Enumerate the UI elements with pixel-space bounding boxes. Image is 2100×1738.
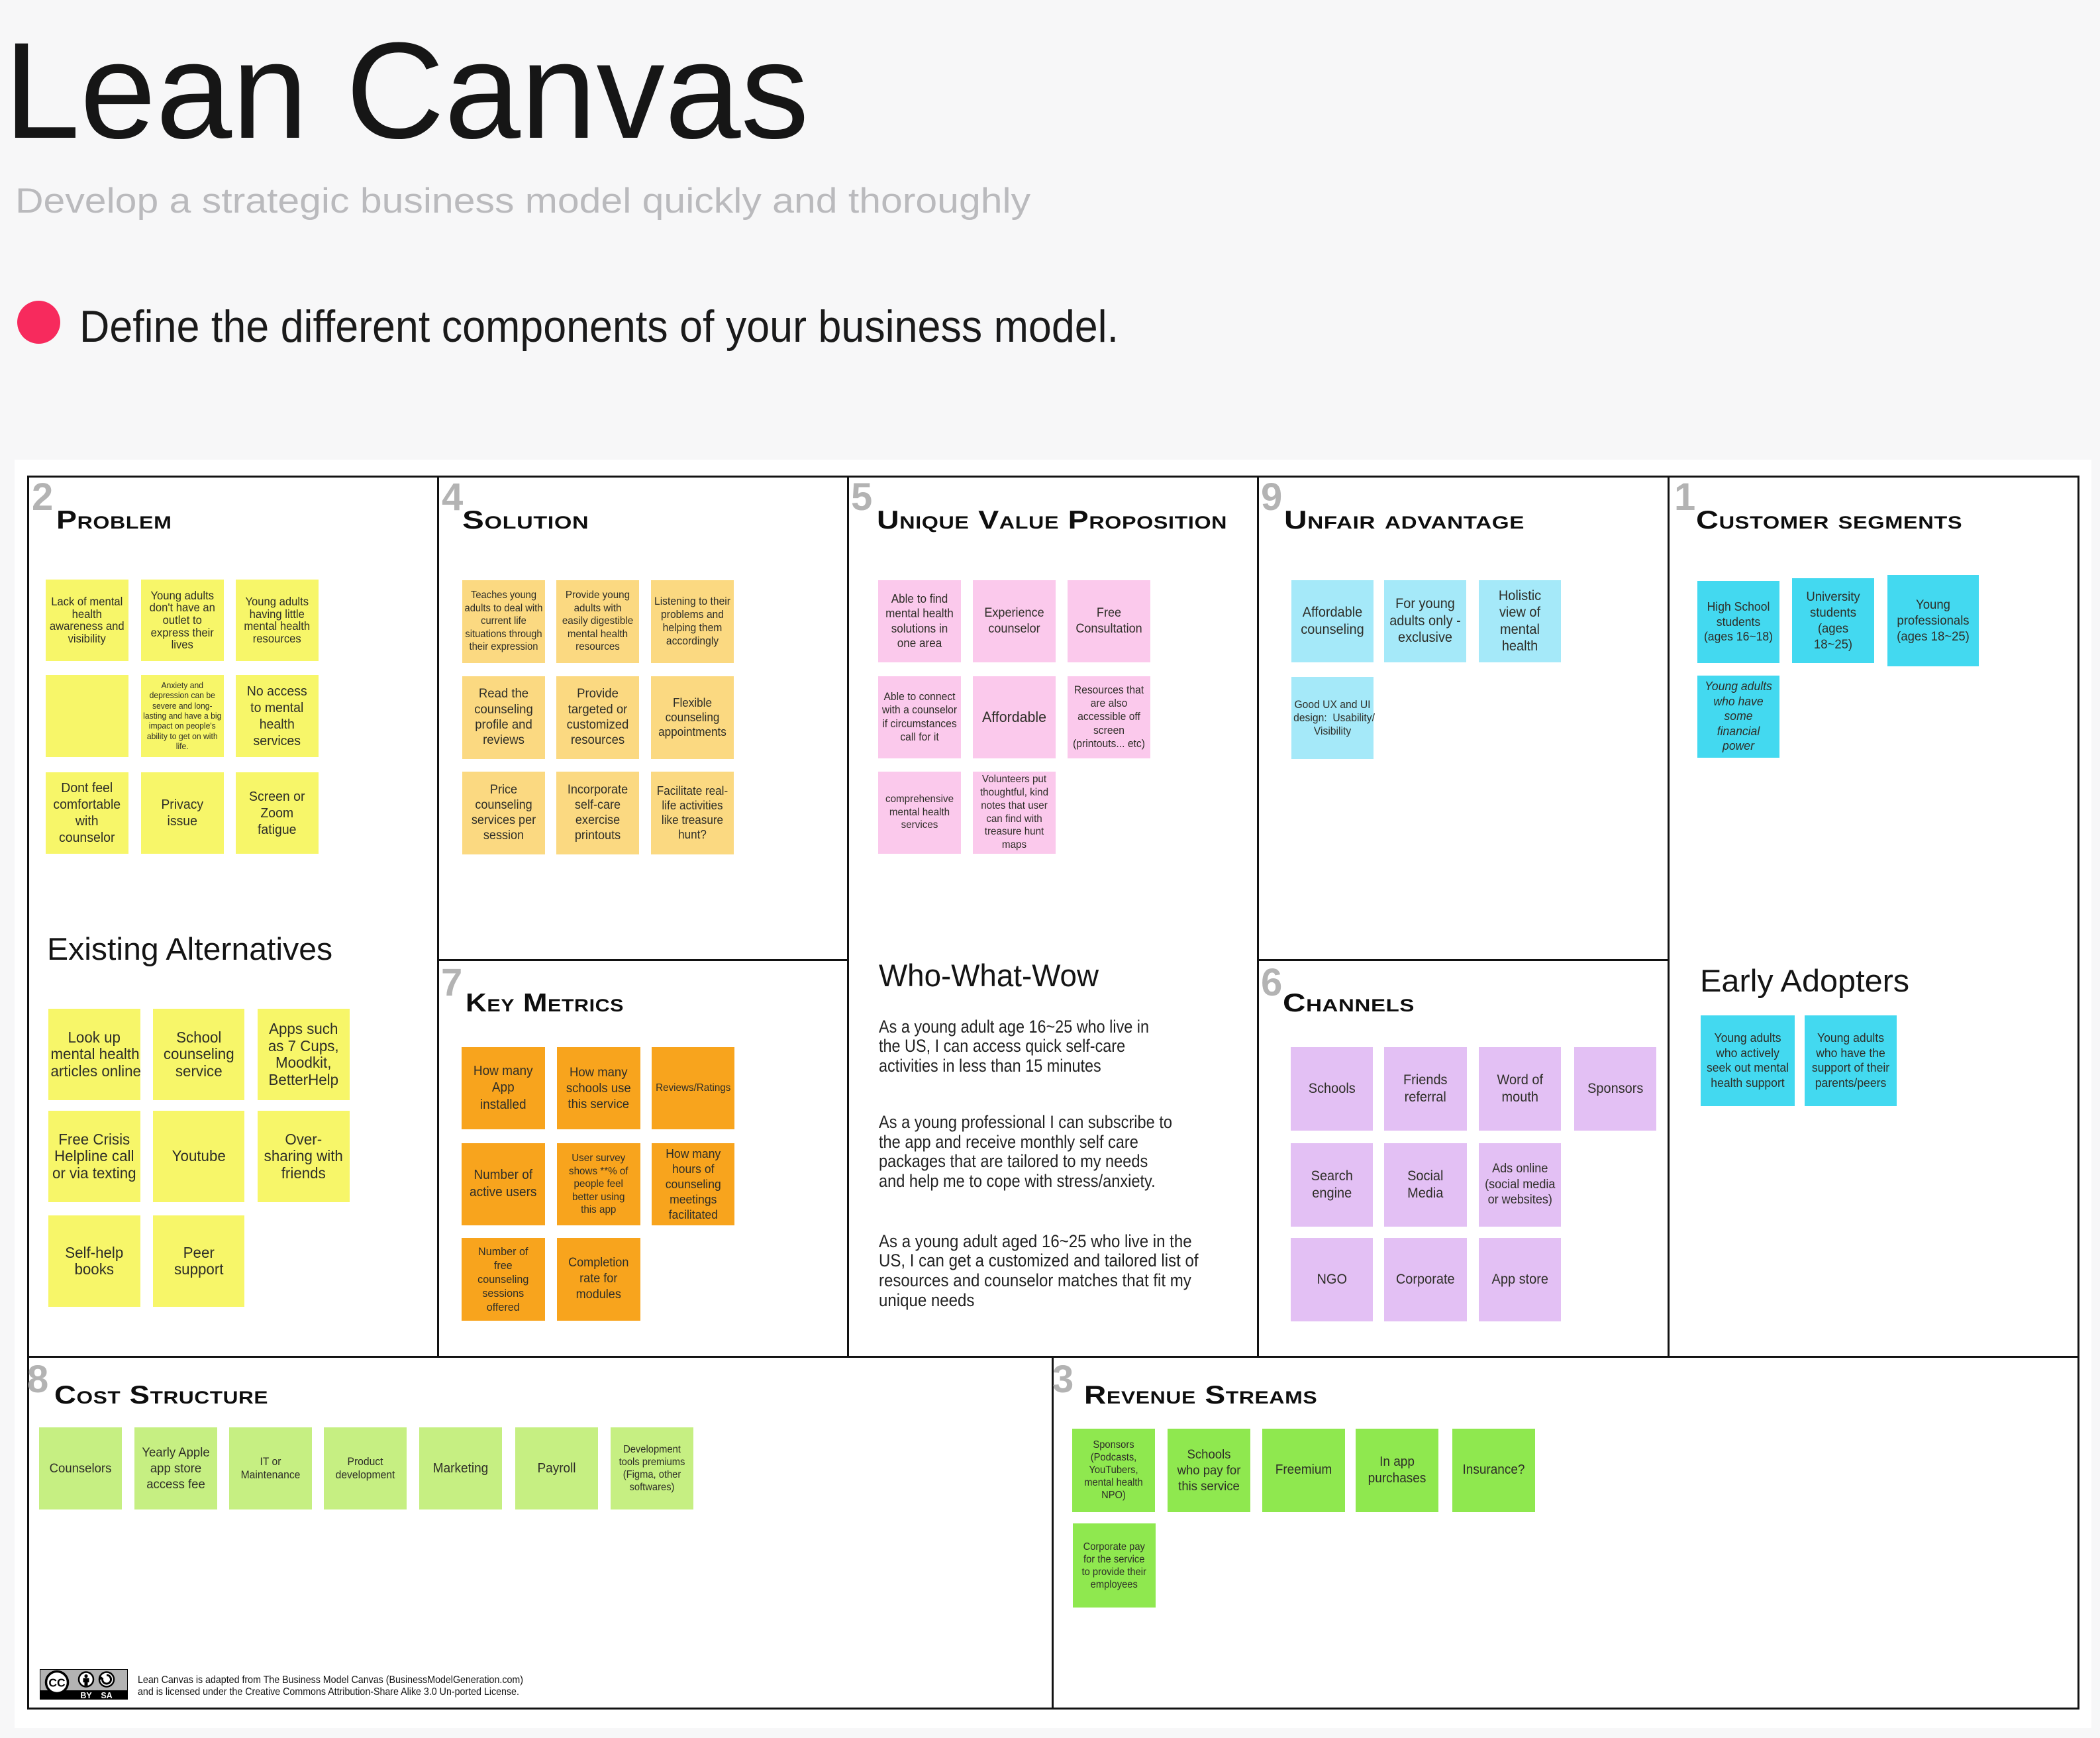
svg-text:BY: BY	[80, 1691, 92, 1700]
svg-text:CC: CC	[48, 1676, 66, 1690]
svg-text:SA: SA	[101, 1691, 112, 1700]
